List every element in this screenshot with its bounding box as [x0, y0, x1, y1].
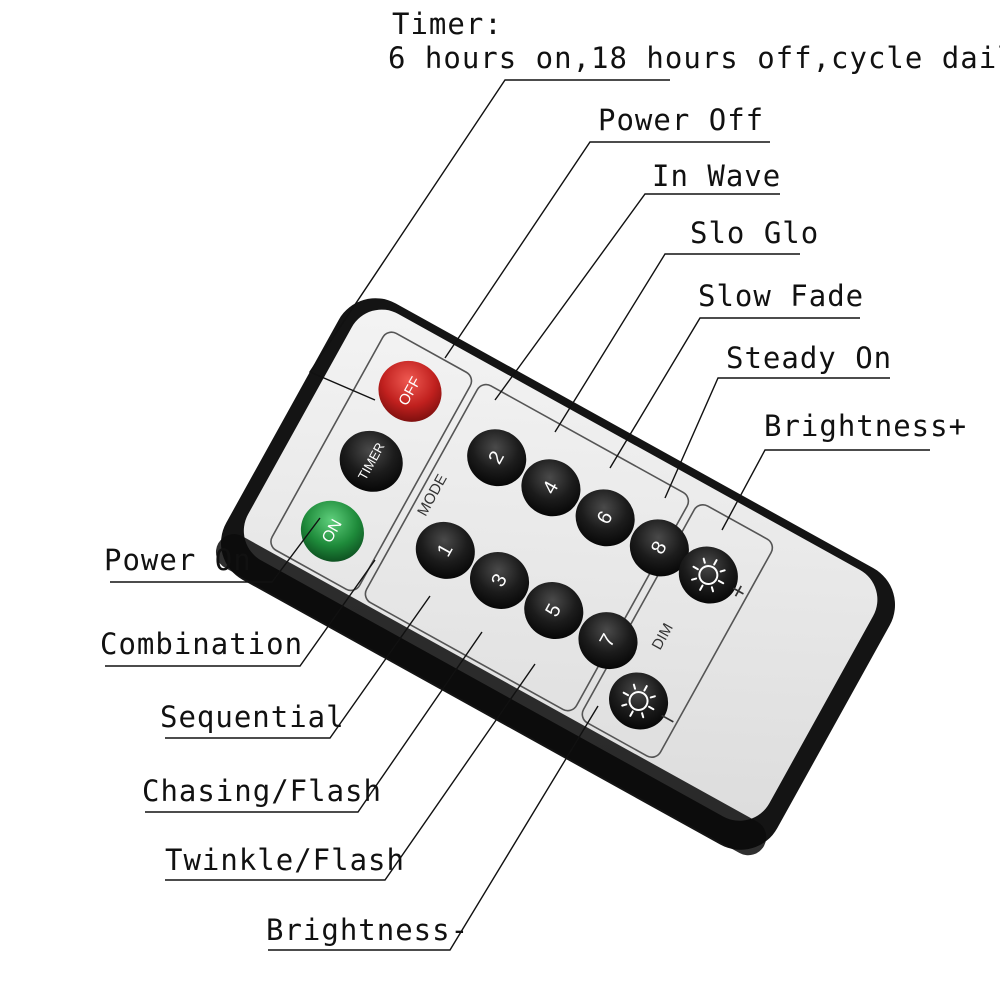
- remote-face: [243, 309, 878, 821]
- mode-6-button[interactable]: 6: [565, 479, 645, 557]
- twinkle-flash-label: Twinkle/Flash: [165, 843, 405, 877]
- timer-button[interactable]: TIMER: [329, 420, 414, 504]
- on-button[interactable]: ON: [290, 490, 375, 574]
- power-off-label: Power Off: [598, 103, 764, 137]
- mode-7-button[interactable]: 7: [568, 602, 648, 680]
- mode-1-button[interactable]: 1: [405, 511, 485, 589]
- sun-icon: [691, 557, 726, 593]
- mode-2-button[interactable]: 2: [457, 419, 537, 497]
- power-group-outline: [270, 331, 473, 592]
- slo-glo-label: Slo Glo: [690, 216, 819, 250]
- mode-panel-outline: [364, 383, 690, 712]
- in-wave-label: In Wave: [652, 159, 781, 193]
- slow-fade-label: Slow Fade: [698, 279, 864, 313]
- timer-detail-label: 6 hours on,18 hours off,cycle daily·: [388, 41, 1000, 75]
- leader-lines: [105, 79, 930, 951]
- remote-control: OFF TIMER ON MODE 2 4 6 8: [215, 298, 896, 856]
- brightness-down-button[interactable]: [599, 662, 679, 740]
- mode-5-button[interactable]: 5: [514, 571, 594, 649]
- combination-label: Combination: [100, 627, 303, 661]
- brightness-plus-label: Brightness+: [764, 409, 967, 443]
- steady-on-label: Steady On: [726, 341, 892, 375]
- off-button[interactable]: OFF: [367, 350, 452, 434]
- power-on-label: Power On: [104, 543, 252, 577]
- dim-panel-outline: [581, 504, 774, 758]
- brightness-up-button[interactable]: [669, 536, 749, 614]
- mode-4-button[interactable]: 4: [511, 449, 591, 527]
- annotation-labels: Timer: 6 hours on,18 hours off,cycle dai…: [100, 7, 1000, 947]
- chasing-flash-label: Chasing/Flash: [142, 774, 382, 808]
- sequential-label: Sequential: [160, 700, 345, 734]
- timer-title-label: Timer:: [392, 7, 503, 41]
- sun-outline-icon: [621, 683, 656, 719]
- mode-3-button[interactable]: 3: [460, 541, 540, 619]
- mode-8-button[interactable]: 8: [620, 509, 700, 587]
- brightness-minus-label: Brightness-: [266, 913, 469, 947]
